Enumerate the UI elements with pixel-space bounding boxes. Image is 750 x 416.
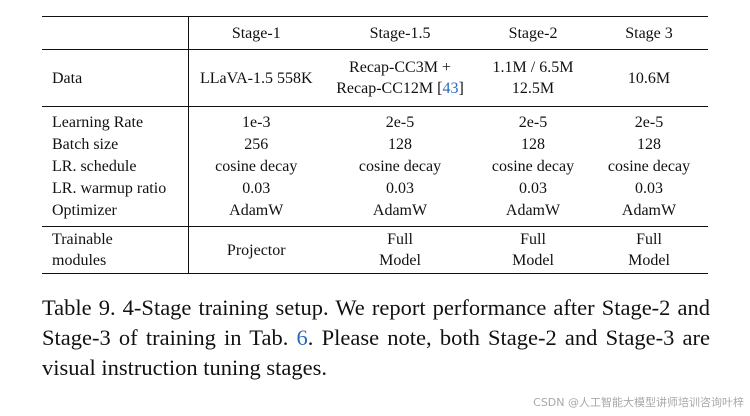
- training-setup-table: Stage-1 Stage-1.5 Stage-2 Stage 3 Data L…: [42, 16, 708, 274]
- cell-sched-stage-1-5: cosine decay: [358, 157, 442, 175]
- cell-lr-stage-2: 2e-5: [476, 106, 590, 133]
- cell-opt-stage-2: AdamW: [505, 201, 561, 219]
- citation-link-43[interactable]: 43: [442, 80, 459, 97]
- data-stage-2: 1.1M / 6.5M 12.5M: [476, 49, 590, 107]
- table-header-row: Stage-1 Stage-1.5 Stage-2 Stage 3: [42, 16, 708, 50]
- table-row-optimizer: Optimizer AdamW AdamW AdamW AdamW: [42, 199, 708, 227]
- cell-sched-stage-3: cosine decay: [607, 157, 691, 175]
- cell-train-stage-3-line2: Model: [628, 252, 670, 269]
- row-label-trainable: Trainable modules: [42, 226, 189, 274]
- cell-bs-stage-2: 128: [521, 135, 545, 153]
- header-stage-2: Stage-2: [476, 16, 590, 50]
- data-stage-1: LLaVA-1.5 558K: [188, 49, 324, 107]
- caption-table-ref-link[interactable]: 6: [296, 325, 308, 350]
- cell-lr-stage-1-5: 2e-5: [324, 106, 476, 133]
- row-label-warmup-ratio: LR. warmup ratio: [42, 177, 189, 199]
- data-stage-1-5: Recap-CC3M + Recap-CC12M [43]: [324, 49, 476, 107]
- cell-train-stage-2-line2: Model: [512, 252, 554, 269]
- cell-warmup-stage-3: 0.03: [635, 179, 663, 197]
- row-label-trainable-line2: modules: [52, 252, 107, 269]
- table-row-lr-schedule: LR. schedule cosine decay cosine decay c…: [42, 155, 708, 177]
- data-stage-1-5-line2-text: Recap-CC12M [: [336, 80, 443, 97]
- header-empty-cell: [42, 16, 189, 50]
- cell-sched-stage-1: cosine decay: [215, 157, 298, 175]
- cell-bs-stage-1-5: 128: [388, 135, 412, 153]
- cell-train-stage-3-line1: Full: [636, 231, 662, 248]
- row-label-learning-rate: Learning Rate: [42, 106, 189, 133]
- header-stage-3: Stage 3: [590, 16, 708, 50]
- cell-train-stage-2: Full Model: [476, 226, 590, 274]
- data-stage-1-5-line1: Recap-CC3M +: [349, 59, 451, 76]
- cell-train-stage-2-line1: Full: [520, 231, 546, 248]
- setup-table-container: Stage-1 Stage-1.5 Stage-2 Stage 3 Data L…: [42, 16, 708, 274]
- row-label-trainable-line1: Trainable: [52, 231, 113, 248]
- cell-opt-stage-1-5: AdamW: [372, 201, 428, 219]
- data-stage-2-line1: 1.1M / 6.5M: [492, 59, 574, 76]
- cell-warmup-stage-2: 0.03: [519, 179, 547, 197]
- table-row-warmup-ratio: LR. warmup ratio 0.03 0.03 0.03 0.03: [42, 177, 708, 199]
- cell-opt-stage-1: AdamW: [229, 201, 284, 219]
- watermark: CSDN @人工智能大模型讲师培训咨询叶梓: [533, 396, 744, 409]
- header-stage-1-5: Stage-1.5: [324, 16, 476, 50]
- table-row-learning-rate: Learning Rate 1e-3 2e-5 2e-5 2e-5: [42, 106, 708, 133]
- cell-lr-stage-3: 2e-5: [590, 106, 708, 133]
- cell-sched-stage-2: cosine decay: [491, 157, 575, 175]
- row-label-optimizer: Optimizer: [42, 199, 189, 227]
- cell-warmup-stage-1: 0.03: [242, 179, 271, 197]
- row-label-data: Data: [42, 49, 189, 107]
- table-row-data: Data LLaVA-1.5 558K Recap-CC3M + Recap-C…: [42, 49, 708, 107]
- cell-warmup-stage-1-5: 0.03: [386, 179, 414, 197]
- cell-train-stage-1-5-line2: Model: [379, 252, 421, 269]
- table-row-trainable: Trainable modules Projector Full Model F…: [42, 226, 708, 274]
- cell-train-stage-1: Projector: [188, 226, 324, 274]
- cell-train-stage-1-5: Full Model: [324, 226, 476, 274]
- cell-bs-stage-1: 256: [244, 135, 269, 153]
- caption-suffix: . Please note, both Stage-2 and Stage-3 …: [42, 325, 710, 380]
- cell-train-stage-3: Full Model: [590, 226, 708, 274]
- header-stage-1: Stage-1: [188, 16, 324, 50]
- cell-bs-stage-3: 128: [637, 135, 661, 153]
- cell-opt-stage-3: AdamW: [621, 201, 677, 219]
- table-caption: Table 9. 4-Stage training setup. We repo…: [42, 293, 710, 383]
- cell-train-stage-1-5-line1: Full: [387, 231, 413, 248]
- table-row-batch-size: Batch size 256 128 128 128: [42, 133, 708, 155]
- cell-lr-stage-1: 1e-3: [188, 106, 324, 133]
- row-label-lr-schedule: LR. schedule: [42, 155, 189, 177]
- data-stage-2-line2: 12.5M: [511, 80, 555, 97]
- caption-prefix: Table 9. 4-Stage training setup. We repo…: [42, 295, 710, 350]
- row-label-batch-size: Batch size: [42, 133, 189, 155]
- data-stage-3: 10.6M: [590, 49, 708, 107]
- data-stage-1-5-bracket: ]: [458, 80, 464, 97]
- data-stage-1-5-line2: Recap-CC12M [43]: [324, 78, 476, 99]
